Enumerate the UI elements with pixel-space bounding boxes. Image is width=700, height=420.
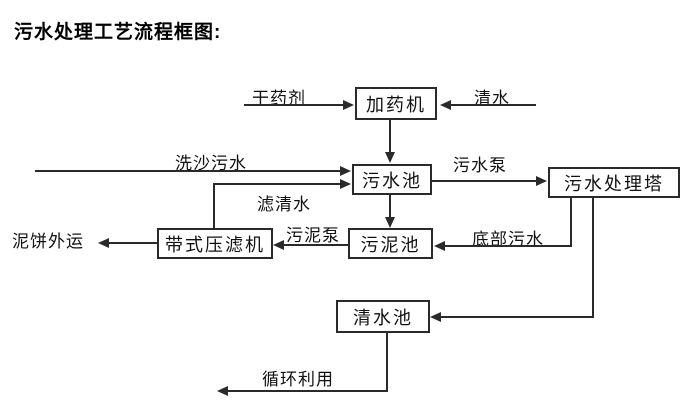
node-dosing-machine: 加药机 [355,87,437,120]
edge-sand-wash-line [35,170,341,172]
edge-filtered-water-vline [213,183,215,228]
edge-bottom-sewage-vline [570,198,572,247]
arrowhead-left-icon [98,238,109,248]
edge-dosing-to-sewage-line [389,120,391,152]
edge-sludge-pump-line [284,244,348,246]
flow-label-mud-cake-outbound: 泥饼外运 [12,232,84,251]
edge-sewage-to-sludge-line [389,195,391,217]
node-belt-filter-press: 带式压滤机 [157,228,273,259]
flow-label-sludge-pump: 污泥泵 [286,226,340,245]
edge-mud-cake-line [109,242,157,244]
arrowhead-left-icon [273,240,284,250]
arrowhead-right-icon [536,176,547,186]
edge-bottom-sewage-line [445,245,572,247]
edge-tower-to-clean-vline [592,198,594,318]
edge-recycle-vline [386,333,388,392]
node-treatment-tower: 污水处理塔 [548,167,680,198]
flow-label-sewage-pump: 污水泵 [453,156,507,175]
arrowhead-left-icon [217,386,228,396]
node-sludge-pool: 污泥池 [348,228,433,259]
flow-label-clean-water: 清水 [474,89,510,108]
arrowhead-down-icon [385,217,395,228]
edge-recycle-line [228,390,388,392]
edge-sewage-pump-line [432,180,536,182]
arrowhead-right-icon [340,179,351,189]
arrowhead-left-icon [430,312,441,322]
arrowhead-left-icon [440,100,451,110]
edge-dry-agent-line [244,104,344,106]
arrowhead-right-icon [343,100,354,110]
arrowhead-down-icon [385,152,395,163]
arrowhead-left-icon [434,241,445,251]
flow-label-dry-agent: 干药剂 [252,89,306,108]
node-clean-water-pool: 清水池 [336,300,430,333]
flow-label-filtered-water: 滤清水 [257,195,311,214]
flow-label-bottom-sewage: 底部污水 [472,230,544,249]
edge-tower-to-clean-line [441,316,594,318]
edge-clean-water-line [451,104,536,106]
page-title: 污水处理工艺流程框图: [14,22,222,43]
edge-filtered-water-line [213,183,341,185]
node-sewage-pool: 污水池 [352,164,432,195]
flow-label-sand-wash-sewage: 洗沙污水 [175,154,247,173]
flow-label-recycle-use: 循环利用 [262,370,334,389]
arrowhead-right-icon [340,166,351,176]
